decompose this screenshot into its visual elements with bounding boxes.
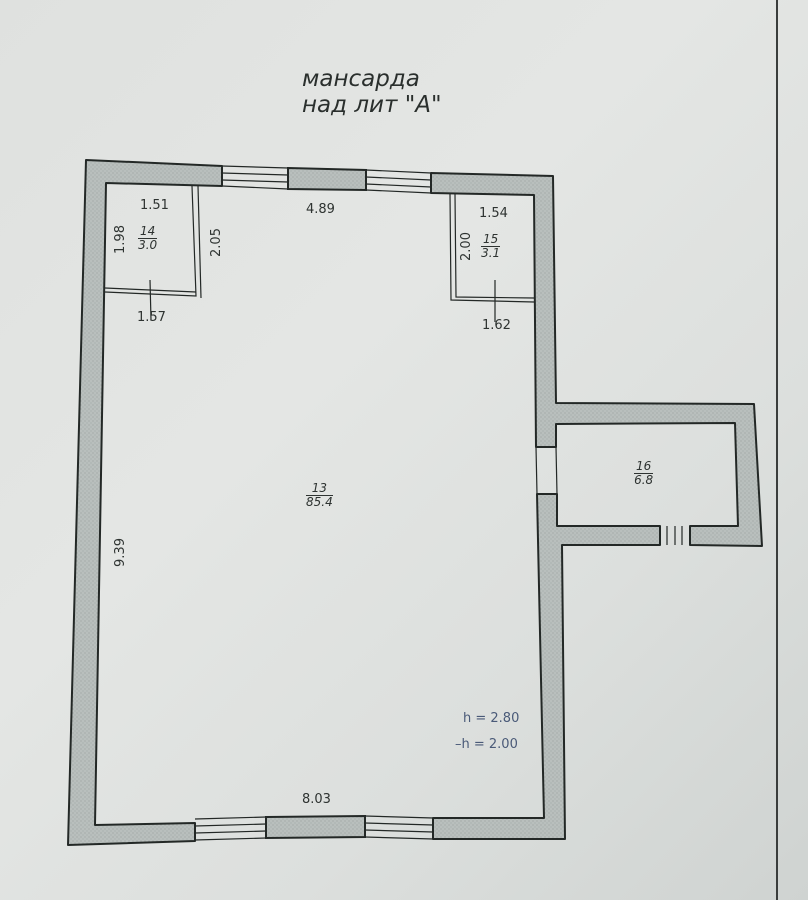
window-room-16 [659, 526, 691, 545]
dim-room15-bottom: 1.62 [482, 318, 511, 333]
sheet-frame-line [776, 0, 778, 900]
dim-room14-top: 1.51 [140, 198, 169, 213]
window-bottom-right [364, 815, 434, 840]
room-area: 3.1 [481, 246, 501, 260]
window-top-right [365, 169, 432, 194]
room-area: 3.0 [138, 238, 158, 252]
partition-room-14 [104, 185, 202, 321]
room-label-15: 15 3.1 [481, 232, 501, 260]
room-number: 15 [481, 232, 501, 247]
dim-room15-left: 2.00 [458, 232, 474, 261]
dim-room14-left: 1.98 [112, 225, 128, 254]
room-number: 13 [306, 482, 333, 496]
exterior-wall [67, 159, 223, 846]
dim-top-main: 4.89 [306, 202, 335, 217]
dim-room14-right: 2.05 [208, 228, 224, 257]
plan-title: мансарда над лит "А" [302, 66, 442, 118]
plan-title-line2: над лит "А" [302, 92, 442, 118]
dim-bottom-main: 8.03 [302, 792, 331, 807]
room-area: 6.8 [634, 473, 654, 487]
room-number: 14 [138, 224, 158, 239]
ceiling-height: h = 2.80 [463, 711, 520, 726]
right-wall-lower [432, 493, 661, 840]
partition-room-15 [449, 193, 535, 322]
room-label-13: 13 85.4 [306, 482, 333, 509]
plan-title-line1: мансарда [302, 66, 420, 92]
window-bottom-left [194, 816, 267, 841]
room-label-16: 16 6.8 [634, 459, 654, 487]
room-number: 16 [634, 459, 654, 474]
dim-room14-bottom: 1.57 [137, 310, 166, 325]
top-wall-segment [287, 166, 367, 192]
dim-room15-top: 1.54 [479, 206, 508, 221]
right-wall [430, 172, 763, 547]
room-label-14: 14 3.0 [138, 224, 158, 252]
doorway-room-16 [535, 446, 558, 495]
bottom-wall-segment [265, 814, 366, 840]
room-area: 85.4 [306, 495, 333, 509]
dim-left-main: 9.39 [112, 538, 128, 567]
ceiling-height-low: –h = 2.00 [455, 737, 518, 752]
window-top-left [221, 165, 289, 190]
